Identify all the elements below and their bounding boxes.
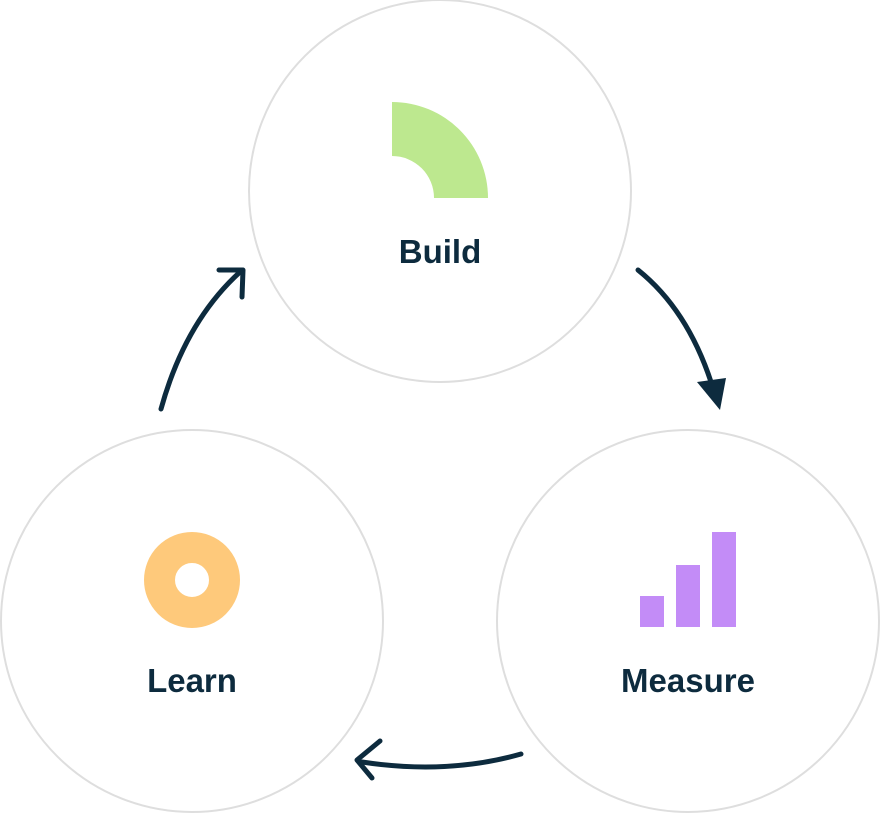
arrow-learn-to-build-line	[158, 269, 243, 412]
arrow-build-to-measure-line	[635, 267, 715, 388]
arrow-measure-to-learn	[354, 738, 524, 781]
bar-chart-icon	[640, 532, 736, 627]
arrow-build-to-measure-head	[697, 378, 726, 410]
quarter-arc-icon	[392, 102, 488, 198]
bar-chart-bar-medium	[676, 565, 700, 627]
learn-label: Learn	[147, 662, 237, 699]
ring-icon	[144, 532, 240, 628]
measure-label: Measure	[621, 662, 755, 699]
arrow-measure-to-learn-line	[359, 751, 524, 770]
arrow-measure-to-learn-head	[354, 738, 383, 781]
arrow-build-to-measure	[635, 267, 726, 410]
bar-chart-bar-large	[712, 532, 736, 627]
bar-chart-bar-small	[640, 596, 664, 627]
arrow-learn-to-build-head	[216, 267, 246, 300]
build-label: Build	[399, 233, 481, 270]
arrow-learn-to-build	[158, 267, 246, 412]
